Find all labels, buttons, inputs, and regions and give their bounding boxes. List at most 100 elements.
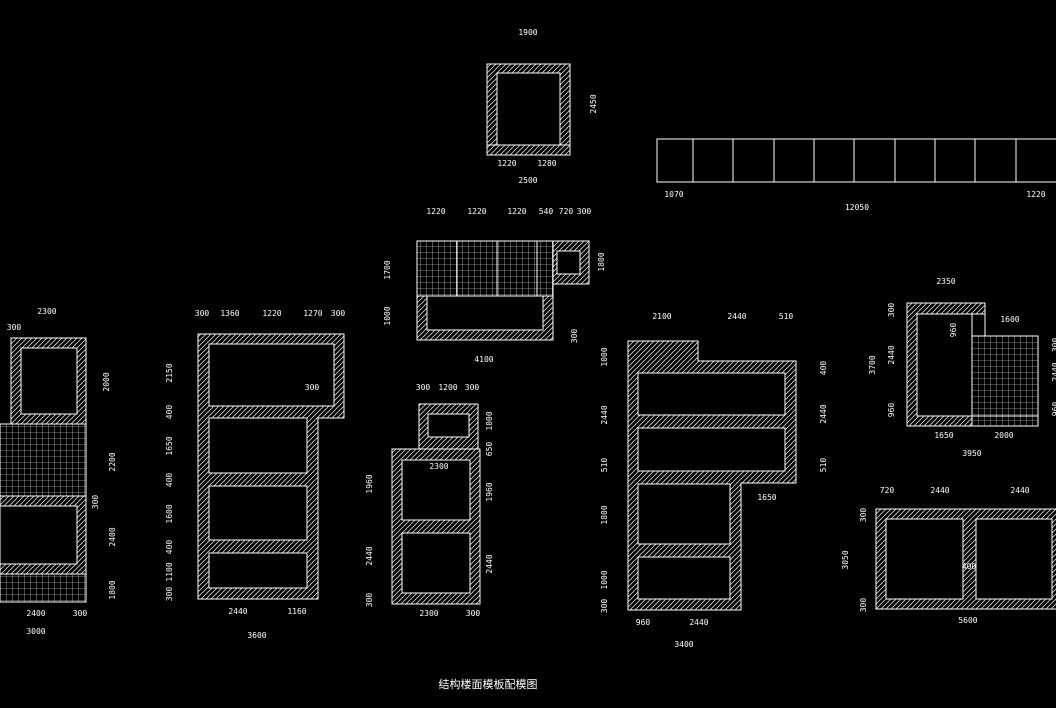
dim-b-300r: 300 <box>331 309 346 318</box>
dim-g-2440a: 2440 <box>930 486 949 495</box>
dim-b-1650: 1650 <box>165 436 174 455</box>
block-e: 2100 2440 510 1000 400 2440 2440 510 510… <box>600 312 828 649</box>
dim-b-300: 300 <box>195 309 210 318</box>
block-g: 720 2440 2440 300 3050 400 300 5600 <box>841 486 1056 625</box>
block-g-walls <box>875 508 1056 610</box>
dim-f-2350: 2350 <box>936 277 955 286</box>
dim-f-2440: 2440 <box>887 345 896 364</box>
dim-1220: 1220 <box>497 159 516 168</box>
left-block: 2300 300 2000 2200 300 2400 1800 2400 30… <box>0 307 117 636</box>
dim-f-r2: 2440 <box>1051 362 1056 381</box>
dim-m-4100: 4100 <box>474 355 493 364</box>
dim-c-300l: 300 <box>365 593 374 608</box>
grid-panels <box>416 240 554 297</box>
dim-f-960b: 960 <box>887 403 896 418</box>
drawing-title: 结构楼面模板配模图 <box>439 677 538 691</box>
dim-l-300b: 300 <box>91 495 100 510</box>
dim-m-1220a: 1220 <box>426 207 445 216</box>
dim-e-400: 400 <box>819 361 828 376</box>
dim-c-300: 300 <box>416 383 431 392</box>
dim-e-510l: 510 <box>600 458 609 473</box>
dim-g-400: 400 <box>962 562 977 571</box>
dim-l-300: 300 <box>7 323 22 332</box>
dim-c-2440r: 2440 <box>485 554 494 573</box>
dim-12050: 12050 <box>845 203 869 212</box>
dim-c-2300b: 2300 <box>419 609 438 618</box>
dim-1070: 1070 <box>664 190 683 199</box>
dim-m-300r: 300 <box>570 329 579 344</box>
dim-c-1960r: 1960 <box>485 482 494 501</box>
dim-m-300: 300 <box>577 207 592 216</box>
block-b-walls <box>197 333 345 600</box>
left-grid-mid <box>0 423 87 497</box>
dim-c-300r: 300 <box>466 609 481 618</box>
dim-b-2440: 2440 <box>228 607 247 616</box>
dim-c-300b: 300 <box>465 383 480 392</box>
dim-l-2200: 2200 <box>108 452 117 471</box>
dim-m-540: 540 <box>539 207 554 216</box>
dim-e-300: 300 <box>600 599 609 614</box>
dim-b-400b: 400 <box>165 473 174 488</box>
middle-grid-block: 1220 1220 1220 540 720 300 1700 1000 180… <box>383 207 606 364</box>
dim-g-3050: 3050 <box>841 550 850 569</box>
left-top-box <box>10 337 87 425</box>
strip-dividers <box>692 139 1017 182</box>
dim-m-1220b: 1220 <box>467 207 486 216</box>
dim-e-2440: 2440 <box>727 312 746 321</box>
dim-l-1800: 1800 <box>108 580 117 599</box>
lower-channel <box>416 295 554 341</box>
dim-f-1600: 1600 <box>1000 315 1019 324</box>
dim-b-3600: 3600 <box>247 631 266 640</box>
dim-l-2400: 2400 <box>26 609 45 618</box>
left-grid-bottom <box>0 573 87 603</box>
dim-m-1220c: 1220 <box>507 207 526 216</box>
dim-c-1000: 1000 <box>485 411 494 430</box>
dim-g-720: 720 <box>880 486 895 495</box>
dim-c-2300: 2300 <box>429 462 448 471</box>
top-frame-assembly: 1900 2450 1220 1280 2500 <box>486 28 598 185</box>
dim-f-r3: 960 <box>1051 402 1056 417</box>
block-f-grid <box>971 335 1039 427</box>
dim-c-2440l: 2440 <box>365 546 374 565</box>
dim-e-2440l: 2440 <box>600 405 609 424</box>
dim-e-510r: 510 <box>819 458 828 473</box>
dim-b-1270: 1270 <box>303 309 322 318</box>
dim-b-1600: 1600 <box>165 504 174 523</box>
dim-e-1000b: 1000 <box>600 570 609 589</box>
dim-l-2300: 2300 <box>37 307 56 316</box>
dim-b-1360: 1360 <box>220 309 239 318</box>
dim-b-1220: 1220 <box>262 309 281 318</box>
dim-b-400c: 400 <box>165 540 174 555</box>
dim-g-2440b: 2440 <box>1010 486 1029 495</box>
dim-l-3000: 3000 <box>26 627 45 636</box>
dim-m-1700: 1700 <box>383 260 392 279</box>
long-panel-strip: 1070 12050 1220 <box>656 138 1056 212</box>
dim-e-2440r: 2440 <box>819 404 828 423</box>
dim-g-5600: 5600 <box>958 616 977 625</box>
dim-1220-strip: 1220 <box>1026 190 1045 199</box>
dim-l-2400r: 2400 <box>108 527 117 546</box>
dim-f-2000: 2000 <box>994 431 1013 440</box>
dim-e-3400: 3400 <box>674 640 693 649</box>
dim-e-1800: 1800 <box>600 505 609 524</box>
dim-b-2150: 2150 <box>165 363 174 382</box>
dim-e-2440b: 2440 <box>689 618 708 627</box>
dim-e-1650: 1650 <box>757 493 776 502</box>
left-lower-box <box>0 495 87 575</box>
dim-2500: 2500 <box>518 176 537 185</box>
block-c-walls <box>391 403 481 605</box>
dim-b-300in: 300 <box>305 383 320 392</box>
dim-b-1160: 1160 <box>287 607 306 616</box>
dim-f-3950: 3950 <box>962 449 981 458</box>
dim-c-1200: 1200 <box>438 383 457 392</box>
dim-g-300b: 300 <box>859 598 868 613</box>
dim-c-650: 650 <box>485 442 494 457</box>
dim-f-1650: 1650 <box>934 431 953 440</box>
dim-e-1000: 1000 <box>600 347 609 366</box>
dim-b-300d: 300 <box>165 587 174 602</box>
dim-m-1800: 1800 <box>597 252 606 271</box>
dim-e-960: 960 <box>636 618 651 627</box>
dim-2450: 2450 <box>589 94 598 113</box>
